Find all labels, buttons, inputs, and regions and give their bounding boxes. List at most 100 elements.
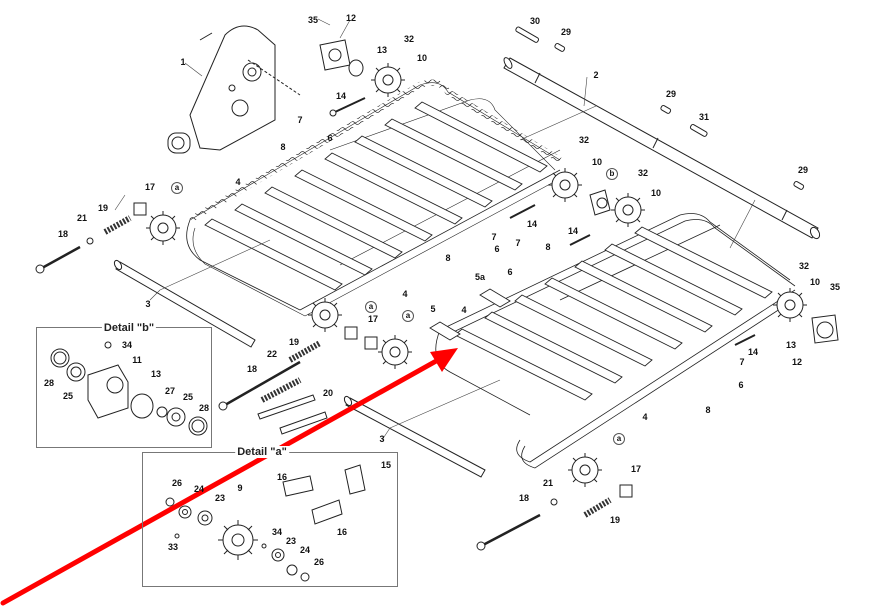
bolts-and-springs xyxy=(35,97,756,551)
detail-a-label-16: 16 xyxy=(336,527,348,537)
callout-13: 13 xyxy=(376,45,388,55)
drive-shaft xyxy=(503,57,821,240)
callout-2: 2 xyxy=(593,70,599,80)
callout-32: 32 xyxy=(403,34,415,44)
callout-4: 4 xyxy=(461,305,467,315)
detail-b-label-27: 27 xyxy=(164,386,176,396)
callout-35: 35 xyxy=(307,15,319,25)
callout-32: 32 xyxy=(637,168,649,178)
tensioner-blocks xyxy=(133,202,633,498)
detail-a-box xyxy=(142,452,398,587)
detail-b-label-11: 11 xyxy=(132,355,142,365)
callout-12: 12 xyxy=(791,357,803,367)
detail-marker-a: a xyxy=(365,301,377,313)
callout-8: 8 xyxy=(705,405,711,415)
callout-3: 3 xyxy=(145,299,151,309)
detail-b-title: Detail "b" xyxy=(101,322,157,334)
red-arrow-annotation xyxy=(0,348,458,606)
gearbox xyxy=(167,25,301,154)
callout-20: 20 xyxy=(322,388,334,398)
detail-b-label-34: 34 xyxy=(121,340,133,350)
callout-32: 32 xyxy=(578,135,590,145)
detail-a-label-9: 9 xyxy=(237,483,243,493)
callout-19: 19 xyxy=(609,515,621,525)
callout-6: 6 xyxy=(327,133,333,143)
detail-a-label-24: 24 xyxy=(193,484,205,494)
callout-18: 18 xyxy=(246,364,258,374)
detail-a-label-34: 34 xyxy=(271,527,283,537)
callout-8: 8 xyxy=(445,253,451,263)
callout-7: 7 xyxy=(297,115,303,125)
callout-14: 14 xyxy=(747,347,759,357)
callout-10: 10 xyxy=(416,53,428,63)
callout-17: 17 xyxy=(144,182,156,192)
detail-b-label-13: 13 xyxy=(150,369,162,379)
detail-a-label-23: 23 xyxy=(214,493,226,503)
callout-14: 14 xyxy=(526,219,538,229)
right-slats xyxy=(429,226,773,401)
detail-marker-a: a xyxy=(402,310,414,322)
callout-29: 29 xyxy=(560,27,572,37)
callout-5a: 5a xyxy=(474,272,486,282)
callout-18: 18 xyxy=(57,229,69,239)
idler-shafts xyxy=(113,259,486,478)
callout-14: 14 xyxy=(335,91,347,101)
callout-4: 4 xyxy=(402,289,408,299)
callout-5: 5 xyxy=(430,304,436,314)
callout-17: 17 xyxy=(367,314,379,324)
left-slats xyxy=(204,101,548,291)
callout-7: 7 xyxy=(491,232,497,242)
callout-10: 10 xyxy=(650,188,662,198)
callout-8: 8 xyxy=(545,242,551,252)
detail-marker-a: a xyxy=(613,433,625,445)
callout-4: 4 xyxy=(235,177,241,187)
detail-marker-a: a xyxy=(171,182,183,194)
callout-19: 19 xyxy=(288,337,300,347)
detail-a-label-26: 26 xyxy=(313,557,325,567)
detail-a-label-26: 26 xyxy=(171,478,183,488)
callout-19: 19 xyxy=(97,203,109,213)
detail-a-label-15: 15 xyxy=(380,460,392,470)
callout-6: 6 xyxy=(507,267,513,277)
callout-3: 3 xyxy=(379,434,385,444)
detail-b-label-25: 25 xyxy=(62,391,74,401)
callout-22: 22 xyxy=(266,349,278,359)
callout-13: 13 xyxy=(785,340,797,350)
shaft-keys xyxy=(515,26,805,190)
callout-29: 29 xyxy=(797,165,809,175)
callout-6: 6 xyxy=(738,380,744,390)
detail-b-label-28: 28 xyxy=(43,378,55,388)
detail-b-parts xyxy=(50,341,208,436)
callout-7: 7 xyxy=(739,357,745,367)
detail-marker-b: b xyxy=(606,168,618,180)
detail-a-label-24: 24 xyxy=(299,545,311,555)
callout-6: 6 xyxy=(494,244,500,254)
detail-a-label-16: 16 xyxy=(276,472,288,482)
callout-17: 17 xyxy=(630,464,642,474)
leader-lines xyxy=(114,18,756,441)
detail-a-parts xyxy=(165,464,366,582)
callout-4: 4 xyxy=(642,412,648,422)
detail-a-title: Detail "a" xyxy=(235,446,289,458)
callout-29: 29 xyxy=(665,89,677,99)
callout-21: 21 xyxy=(542,478,554,488)
callout-8: 8 xyxy=(280,142,286,152)
callout-10: 10 xyxy=(591,157,603,167)
callout-10: 10 xyxy=(809,277,821,287)
callout-14: 14 xyxy=(567,226,579,236)
detail-b-label-28: 28 xyxy=(198,403,210,413)
detail-b-label-25: 25 xyxy=(182,392,194,402)
callout-31: 31 xyxy=(698,112,710,122)
callout-7: 7 xyxy=(515,238,521,248)
callout-12: 12 xyxy=(345,13,357,23)
callout-1: 1 xyxy=(180,57,186,67)
sprockets xyxy=(146,63,807,487)
bearing-housings xyxy=(319,39,839,344)
callout-30: 30 xyxy=(529,16,541,26)
callout-18: 18 xyxy=(518,493,530,503)
callout-32: 32 xyxy=(798,261,810,271)
callout-35: 35 xyxy=(829,282,841,292)
detail-a-label-33: 33 xyxy=(167,542,179,552)
detail-a-label-23: 23 xyxy=(285,536,297,546)
